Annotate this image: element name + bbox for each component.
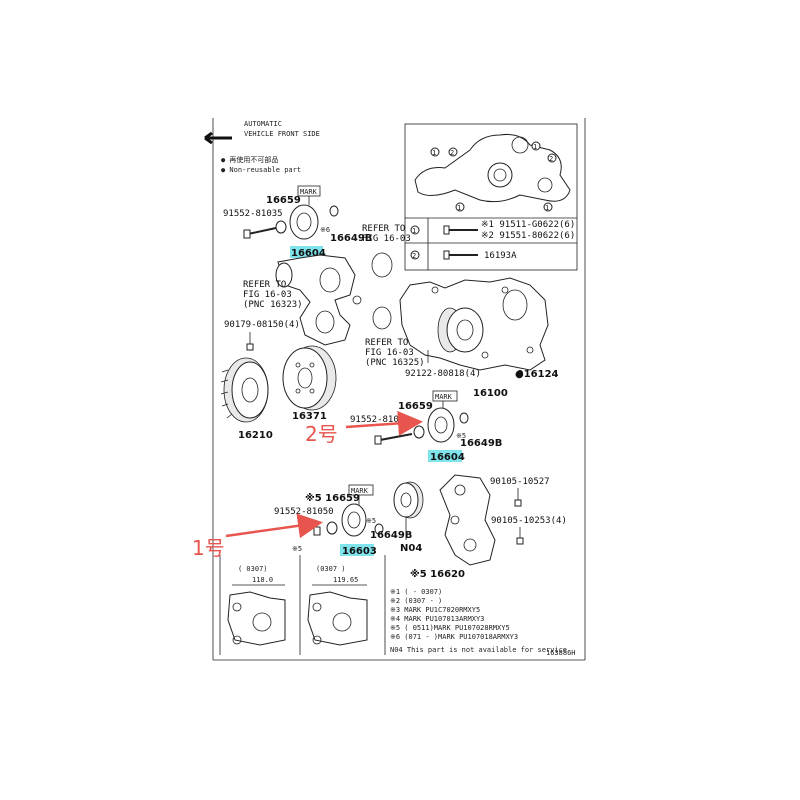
svg-text:1: 1 [412, 227, 416, 235]
svg-text:MARK: MARK [300, 188, 318, 196]
svg-text:16371: 16371 [292, 411, 327, 422]
svg-text:92122-80818(4): 92122-80818(4) [405, 369, 481, 379]
annotation-arrow-1: 1号 [192, 513, 323, 560]
svg-text:※5: ※5 [456, 432, 466, 440]
inset-part-2: 16193A [484, 251, 517, 261]
inset-part-1a: ※1 91511-G0622(6) [481, 220, 575, 230]
part-16604-top: 16604 [291, 248, 326, 259]
svg-text:REFER TO: REFER TO [243, 280, 286, 290]
tensioner-bracket [439, 474, 496, 566]
svg-text:2: 2 [450, 149, 454, 157]
svg-text:118.0: 118.0 [252, 576, 273, 584]
svg-text:2: 2 [412, 252, 416, 260]
part-16604-middle: 16604 [430, 452, 465, 463]
svg-text:1: 1 [457, 204, 461, 212]
annotation-label-1: 1号 [192, 536, 225, 560]
svg-text:※2 (0307 - ): ※2 (0307 - ) [390, 597, 442, 605]
svg-text:※1 ( - 0307): ※1 ( - 0307) [390, 588, 442, 596]
svg-text:90105-10253(4): 90105-10253(4) [491, 516, 567, 526]
inset-box: 1 2 1 1 2 1 1 2 ※1 91511-G0622(6) ※2 915… [404, 123, 578, 271]
svg-text:MARK: MARK [435, 393, 453, 401]
svg-text:(PNC 16325): (PNC 16325) [365, 358, 425, 368]
svg-text:90105-10527: 90105-10527 [490, 477, 550, 487]
svg-text:1: 1 [432, 149, 436, 157]
diagram-code: 163886H [546, 649, 576, 657]
svg-text:16649B: 16649B [330, 233, 372, 244]
svg-text:90179-08150(4): 90179-08150(4) [224, 320, 300, 330]
svg-text:MARK: MARK [351, 487, 369, 495]
idler-pulley-top: MARK 16659 91552-81035 16604 ※6 16649B [223, 185, 372, 259]
svg-text:※5: ※5 [366, 517, 376, 525]
inset-part-1b: ※2 91551-80622(6) [481, 231, 575, 241]
svg-text:16100: 16100 [473, 388, 508, 399]
svg-text:N04 This part is not available: N04 This part is not available for servi… [390, 646, 567, 654]
svg-text:REFER TO: REFER TO [365, 338, 408, 348]
arrow-label: VEHICLE FRONT SIDE [244, 130, 320, 138]
water-pump-pulley [282, 345, 337, 411]
page-frame [212, 118, 586, 661]
annotation-label-2: 2号 [305, 422, 338, 446]
svg-text:※6 (071 - )MARK PU107018: ※6 (071 - )MARK PU107018ARMXY3 [390, 633, 518, 641]
water-inlet-housing [275, 254, 362, 346]
svg-text:※5 ( 0511)MARK PU107028R: ※5 ( 0511)MARK PU107028RMXY5 [390, 624, 510, 632]
svg-text:(PNC 16323): (PNC 16323) [243, 300, 303, 310]
vehicle-front-side-arrow: AUTOMATIC VEHICLE FRONT SIDE [204, 120, 320, 145]
svg-text:16649B: 16649B [460, 438, 502, 449]
footnotes: ※1 ( - 0307) ※2 (0307 - ) ※3 MARK PU1C70… [390, 588, 576, 657]
svg-text:※5 16659: ※5 16659 [305, 492, 360, 504]
svg-text:2: 2 [549, 155, 553, 163]
water-pump [399, 277, 549, 376]
svg-text:1: 1 [533, 143, 537, 151]
svg-text:※6: ※6 [320, 226, 330, 234]
legend-non-reusable-en: ● Non-reusable part [221, 166, 301, 174]
annotation-arrow-2: 2号 [305, 410, 423, 446]
svg-text:FIG 16-03: FIG 16-03 [365, 348, 414, 358]
fan-clutch [220, 357, 269, 423]
svg-text:16649B: 16649B [370, 530, 412, 541]
svg-text:※4 MARK PU107013ARMXY3: ※4 MARK PU107013ARMXY3 [390, 615, 484, 623]
legend-non-reusable-jp: ● 再使用不可部品 [221, 155, 278, 164]
svg-text:N04: N04 [400, 543, 422, 554]
svg-text:( 0307): ( 0307) [238, 565, 268, 573]
svg-text:1: 1 [545, 204, 549, 212]
svg-text:16659: 16659 [398, 401, 433, 412]
svg-text:FIG 16-03: FIG 16-03 [243, 290, 292, 300]
svg-text:FIG 16-03: FIG 16-03 [362, 234, 411, 244]
top-label: AUTOMATIC [244, 120, 282, 128]
svg-text:119.65: 119.65 [333, 576, 358, 584]
detail-views: ( 0307) 118.0 (0307 ) 119.65 [219, 555, 386, 655]
idler-pulley-middle: MARK 16659 91552-810 ※5 16649B 16604 [350, 390, 502, 463]
part-16603: 16603 [342, 546, 377, 557]
svg-text:91552-810: 91552-810 [350, 415, 399, 425]
svg-text:91552-81035: 91552-81035 [223, 209, 283, 219]
svg-text:※5 16620: ※5 16620 [410, 568, 465, 580]
idler-pulley-lower: MARK ※5 16659 91552-81050 ※5 16603 ※5 16… [274, 484, 412, 557]
svg-text:16210: 16210 [238, 430, 273, 441]
pulley-n04 [393, 481, 424, 540]
svg-text:※5: ※5 [292, 545, 302, 553]
svg-text:(0307 ): (0307 ) [316, 565, 346, 573]
svg-text:REFER TO: REFER TO [362, 224, 405, 234]
svg-text:●16124: ●16124 [515, 369, 559, 380]
svg-text:91552-81050: 91552-81050 [274, 507, 334, 517]
svg-text:16659: 16659 [266, 195, 301, 206]
svg-text:※3 MARK PU1C7020RMXY5: ※3 MARK PU1C7020RMXY5 [390, 606, 480, 614]
